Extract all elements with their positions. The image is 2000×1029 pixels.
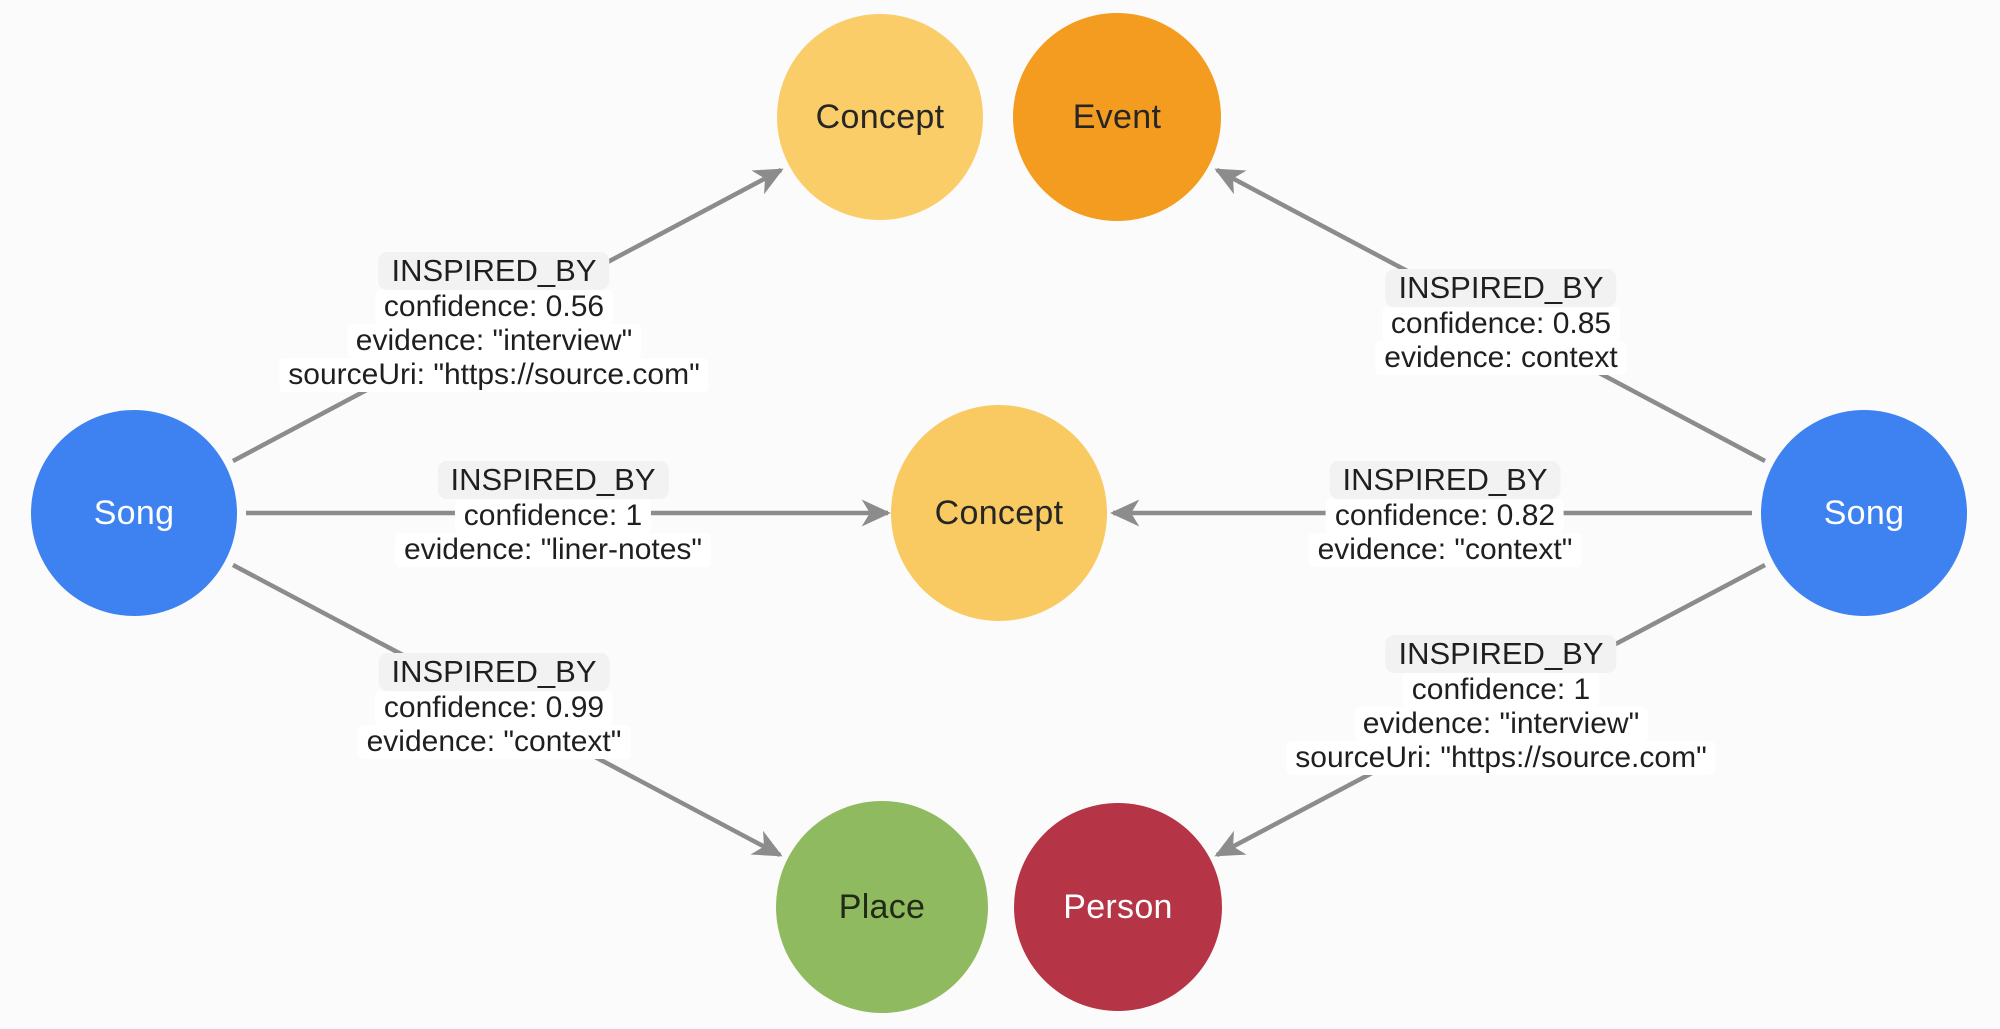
edge-type-badge[interactable]: INSPIRED_BY	[378, 653, 610, 691]
node-label: Song	[1823, 493, 1905, 532]
node-song-right[interactable]: Song	[1761, 410, 1967, 616]
node-label: Place	[838, 887, 926, 926]
node-label: Person	[1063, 887, 1173, 926]
node-person[interactable]: Person	[1014, 803, 1222, 1011]
node-event[interactable]: Event	[1013, 13, 1221, 221]
edge-property: evidence: "context"	[1308, 533, 1582, 567]
node-label: Concept	[815, 97, 945, 136]
edge-property: confidence: 0.85	[1381, 307, 1621, 341]
edge-property: confidence: 0.82	[1325, 499, 1565, 533]
edge-property: confidence: 0.99	[374, 691, 614, 725]
edge-property: sourceUri: "https://source.com"	[279, 358, 709, 392]
edge-property: sourceUri: "https://source.com"	[1286, 741, 1716, 775]
edge-type-badge[interactable]: INSPIRED_BY	[1385, 635, 1617, 673]
node-concept-mid[interactable]: Concept	[891, 405, 1107, 621]
node-label: Concept	[934, 493, 1064, 532]
edge-type-badge[interactable]: INSPIRED_BY	[1329, 461, 1561, 499]
node-concept-top[interactable]: Concept	[777, 14, 983, 220]
edge-type-badge[interactable]: INSPIRED_BY	[437, 461, 669, 499]
edge-property: confidence: 1	[1402, 673, 1600, 707]
edge-property: evidence: context	[1375, 341, 1627, 375]
node-place[interactable]: Place	[776, 801, 988, 1013]
node-label: Song	[93, 493, 175, 532]
edge-type-badge[interactable]: INSPIRED_BY	[1385, 269, 1617, 307]
node-song-left[interactable]: Song	[31, 410, 237, 616]
edge-property: evidence: "liner-notes"	[394, 533, 712, 567]
edge-property: evidence: "interview"	[346, 324, 642, 358]
edge-property: confidence: 1	[454, 499, 652, 533]
node-label: Event	[1072, 97, 1162, 136]
edge-type-badge[interactable]: INSPIRED_BY	[378, 252, 610, 290]
edge-property: evidence: "context"	[357, 725, 631, 759]
edge-property: confidence: 0.56	[374, 290, 614, 324]
edge-property: evidence: "interview"	[1353, 707, 1649, 741]
